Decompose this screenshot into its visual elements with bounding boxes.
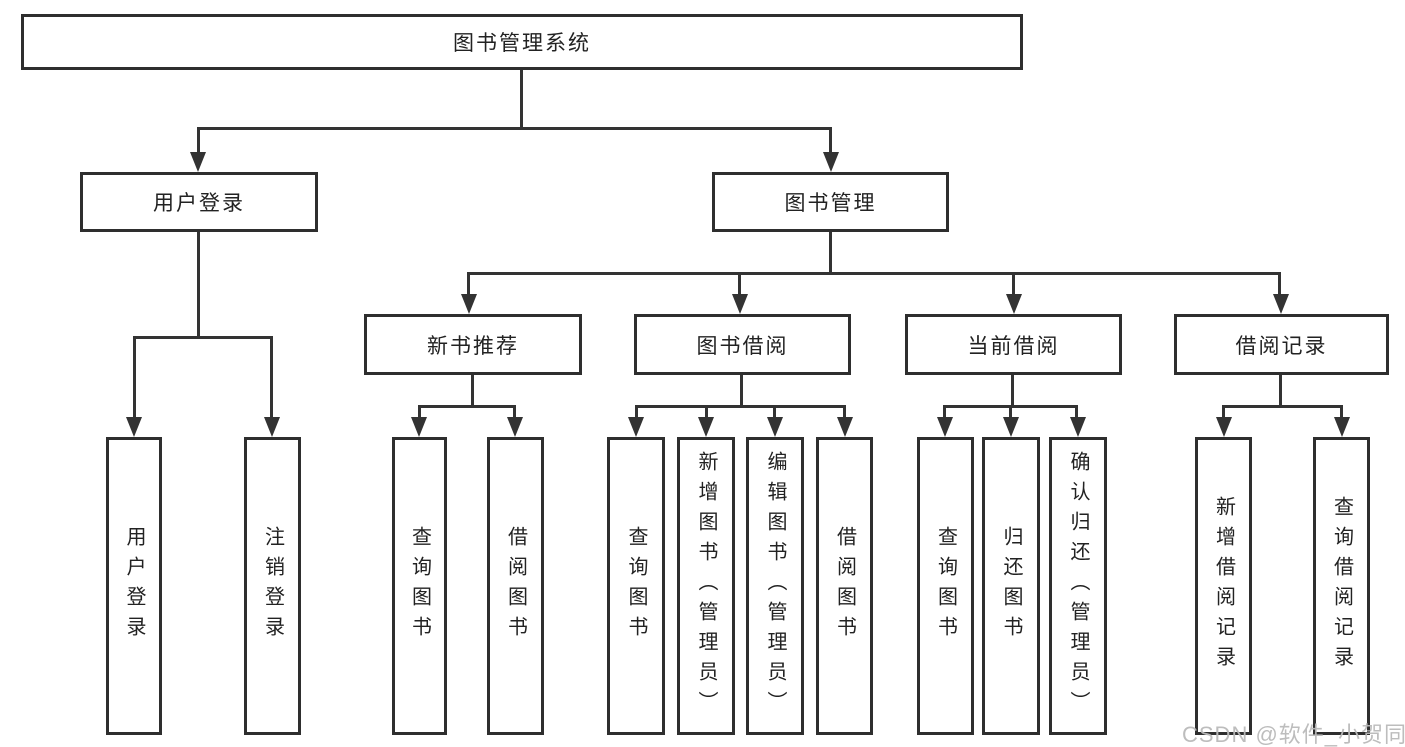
node-leaf-add-book-admin: 新增图书（管理员） [677, 437, 735, 735]
node-label: 借阅图书 [504, 526, 527, 646]
arrow-down-icon [1334, 417, 1350, 437]
connector-line [740, 375, 743, 405]
connector-line [513, 405, 516, 417]
node-label: 归还图书 [1000, 526, 1022, 646]
connector-line [705, 405, 708, 417]
node-label: 图书借阅 [696, 334, 789, 358]
connector-line [467, 272, 1281, 275]
arrow-down-icon [190, 152, 206, 172]
connector-line [635, 405, 638, 417]
node-leaf-add-borrow-record: 新增借阅记录 [1195, 437, 1252, 735]
connector-line [133, 336, 272, 339]
node-leaf-borrow-books-recommend: 借阅图书 [487, 437, 544, 735]
arrow-down-icon [628, 417, 644, 437]
arrow-down-icon [767, 417, 783, 437]
node-leaf-logout: 注销登录 [244, 437, 301, 735]
node-label: 借阅记录 [1235, 334, 1328, 358]
connector-line [829, 127, 832, 152]
node-user-login: 用户登录 [80, 172, 318, 232]
connector-line [843, 405, 846, 417]
csdn-watermark: CSDN @软件_小贺同学 [1182, 722, 1405, 747]
arrow-down-icon [126, 417, 142, 437]
arrow-down-icon [698, 417, 714, 437]
node-label: 查询图书 [934, 526, 957, 646]
connector-line [1075, 405, 1078, 417]
connector-line [520, 70, 523, 127]
node-label: 用户登录 [123, 526, 145, 646]
node-current-borrow: 当前借阅 [905, 314, 1122, 375]
node-label: 用户登录 [153, 192, 245, 215]
connector-line [773, 405, 776, 417]
node-label: 当前借阅 [967, 334, 1060, 358]
arrow-down-icon [1216, 417, 1232, 437]
node-label: 借阅图书 [833, 526, 856, 646]
connector-line [738, 272, 741, 294]
arrow-down-icon [411, 417, 427, 437]
node-label: 图书管理 [784, 192, 877, 215]
connector-line [1012, 272, 1015, 294]
arrow-down-icon [837, 417, 853, 437]
connector-line [635, 405, 845, 408]
connector-line [197, 232, 200, 336]
connector-line [197, 127, 831, 130]
connector-line [1222, 405, 1342, 408]
connector-line [197, 127, 200, 152]
arrow-down-icon [732, 294, 748, 314]
arrow-down-icon [507, 417, 523, 437]
node-book-management: 图书管理 [712, 172, 949, 232]
arrow-down-icon [264, 417, 280, 437]
connector-line [1340, 405, 1343, 417]
node-leaf-query-borrow-record: 查询借阅记录 [1313, 437, 1370, 735]
arrow-down-icon [461, 294, 477, 314]
node-leaf-query-books-recommend: 查询图书 [392, 437, 447, 735]
connector-line [1279, 375, 1282, 405]
connector-line [418, 405, 515, 408]
connector-line [1009, 405, 1012, 417]
node-label: 新增图书（管理员） [695, 451, 717, 721]
connector-line [1011, 375, 1014, 405]
arrow-down-icon [1070, 417, 1086, 437]
connector-line [270, 336, 273, 417]
node-label: 新书推荐 [427, 334, 519, 358]
connector-line [829, 232, 832, 272]
connector-line [1278, 272, 1281, 294]
connector-line [1222, 405, 1225, 417]
connector-line [133, 336, 136, 417]
node-label: 查询借阅记录 [1330, 496, 1353, 676]
node-leaf-borrow-books: 借阅图书 [816, 437, 873, 735]
node-leaf-edit-book-admin: 编辑图书（管理员） [746, 437, 804, 735]
connector-line [418, 405, 421, 417]
arrow-down-icon [1006, 294, 1022, 314]
node-label: 查询图书 [625, 526, 647, 646]
node-root: 图书管理系统 [21, 14, 1023, 70]
node-borrow-records: 借阅记录 [1174, 314, 1389, 375]
arrow-down-icon [1273, 294, 1289, 314]
node-leaf-query-books-current: 查询图书 [917, 437, 974, 735]
node-leaf-user-login: 用户登录 [106, 437, 162, 735]
arrow-down-icon [937, 417, 953, 437]
node-leaf-confirm-return-admin: 确认归还（管理员） [1049, 437, 1107, 735]
connector-line [943, 405, 946, 417]
node-label: 编辑图书（管理员） [764, 451, 786, 721]
node-label: 图书管理系统 [453, 32, 591, 55]
connector-line [471, 375, 474, 405]
node-book-borrow: 图书借阅 [634, 314, 851, 375]
arrow-down-icon [823, 152, 839, 172]
node-label: 新增借阅记录 [1212, 496, 1235, 676]
node-label: 注销登录 [261, 526, 284, 646]
node-label: 确认归还（管理员） [1067, 451, 1089, 721]
node-new-book-recommend: 新书推荐 [364, 314, 582, 375]
node-label: 查询图书 [408, 526, 431, 646]
node-leaf-return-book: 归还图书 [982, 437, 1040, 735]
connector-line [467, 272, 470, 294]
node-leaf-query-books-borrow: 查询图书 [607, 437, 665, 735]
arrow-down-icon [1003, 417, 1019, 437]
